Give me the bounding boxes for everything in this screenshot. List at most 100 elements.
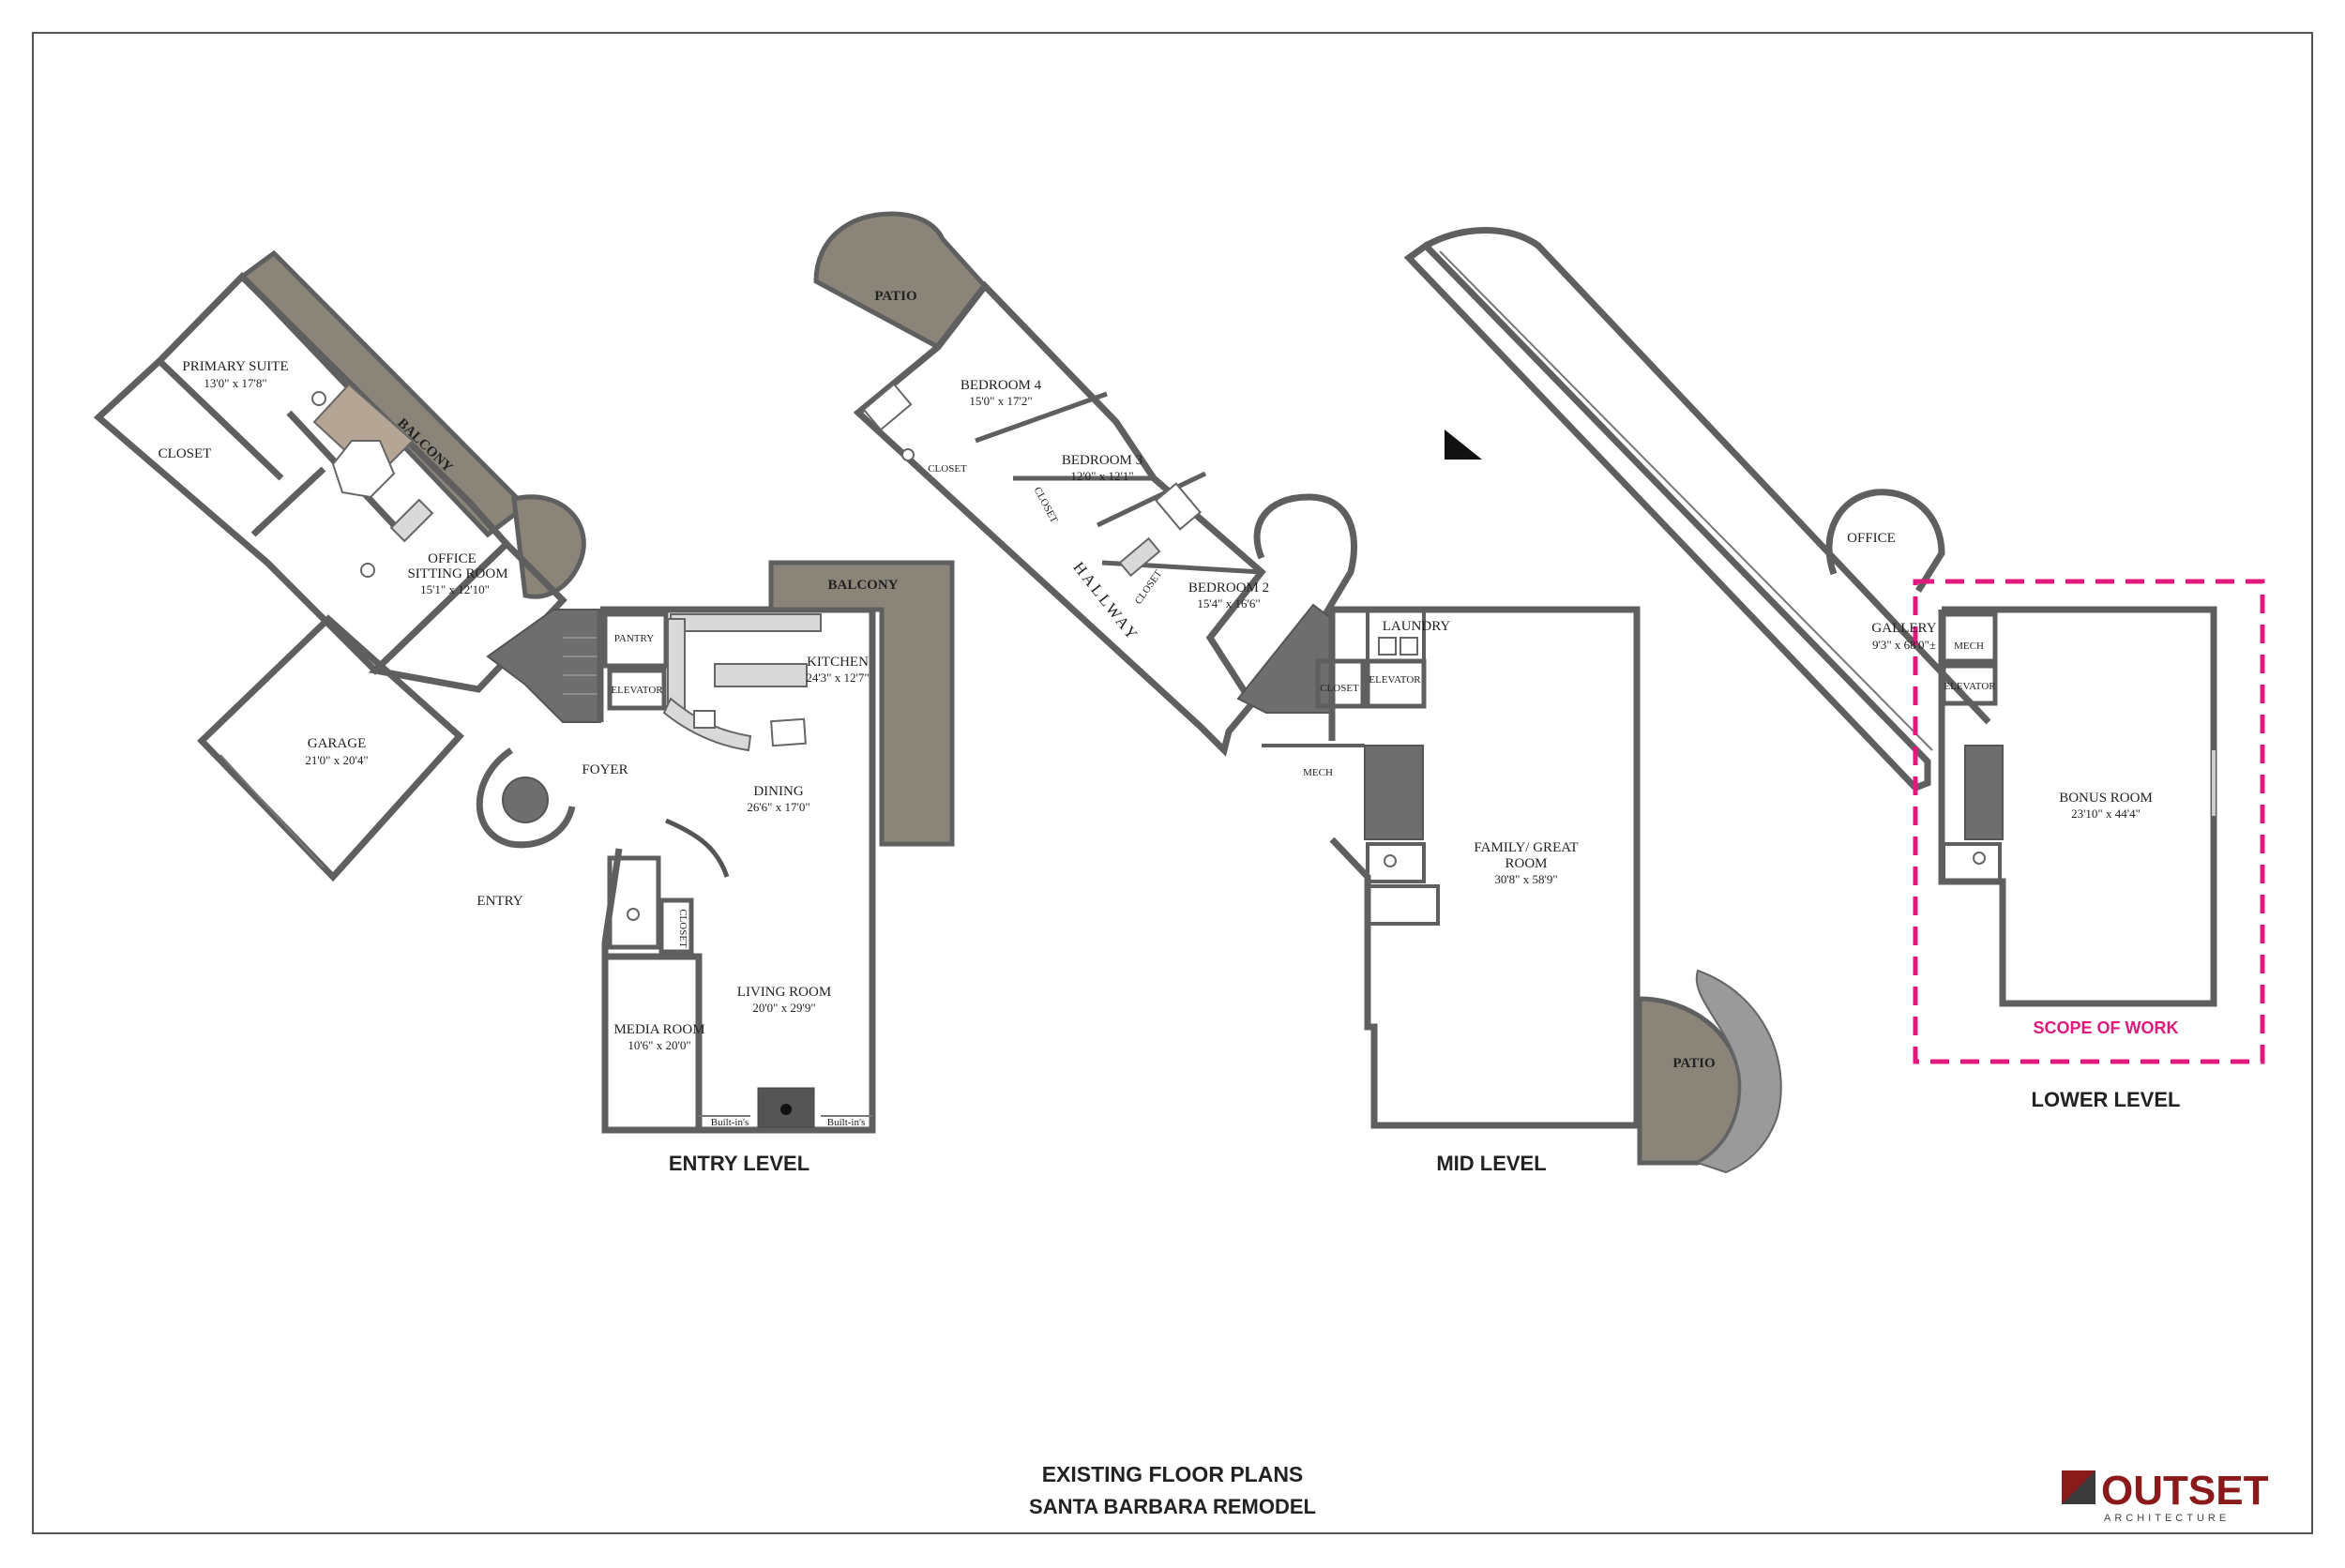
b4-closet-label: CLOSET [928,463,967,475]
lower-elevator [1941,663,1998,706]
media-room-dims: 10'6" x 20'0" [628,1038,690,1052]
primary-suite-walls [93,272,511,675]
kitchen-dims: 24'3" x 12'7" [806,671,869,685]
entry-curved-wall [476,747,576,849]
powder-room [607,855,661,950]
sitting-room-label: SITTING ROOM [407,566,507,581]
b3-closet-label: CLOSET [1032,485,1060,525]
kitchen-label: KITCHEN [807,655,869,670]
lower-level-title: LOWER LEVEL [2032,1088,2181,1111]
lower-office-label: OFFICE [1847,531,1896,546]
lower-level-plan: OFFICE GALLERY 9'3" x 68'0"± MECH ELEVAT… [1403,227,2265,1111]
top-patio-label: PATIO [874,289,916,304]
office-label: OFFICE [428,551,477,566]
bedroom4-dims: 15'0" x 17'2" [969,394,1032,408]
outset-logo: OUTSET ARCHITECTURE [2062,1468,2269,1524]
garage-label: GARAGE [308,736,367,751]
sheet-title: EXISTING FLOOR PLANS [1042,1462,1304,1486]
bathtub [331,440,396,499]
lower-elevator-label: ELEVATOR [1944,681,1996,692]
office-sitting-walls [368,539,567,693]
dining-arc-wall [665,818,730,878]
bedroom3-label: BEDROOM 3 [1062,453,1142,468]
bedroom2-dims: 15'4" x 16'6" [1197,596,1260,611]
lower-mech [1941,611,1998,664]
vanity [389,498,434,543]
logo-wordmark: OUTSET [2101,1468,2269,1514]
upper-balcony-deck [238,249,529,538]
entry-label: ENTRY [477,894,522,909]
mid-level-plan: PATIO BEDROOM 4 15'0" x 17'2" CLOSET BED… [813,211,1782,1175]
gallery-label: GALLERY [1871,621,1936,636]
right-balcony-label: BALCONY [827,578,898,593]
mid-patio-label: PATIO [1672,1056,1715,1071]
entry-level-closet [658,897,694,955]
media-room-walls [605,953,703,1130]
dining-label: DINING [753,784,803,799]
family-room-label-2: ROOM [1505,856,1547,871]
north-arrow-icon [1445,430,1482,460]
pantry-label: PANTRY [614,633,654,644]
toilet-2 [360,563,375,578]
bedroom3-dims: 12'0" x 12'1" [1070,469,1133,483]
elevator-entry [607,668,667,711]
scope-of-work-label: SCOPE OF WORK [2033,1018,2178,1037]
bedroom4-label: BEDROOM 4 [961,378,1042,393]
title-block: EXISTING FLOOR PLANS SANTA BARBARA REMOD… [1029,1462,1316,1518]
foyer-label: FOYER [582,762,628,777]
mid-patio-steps [1695,969,1782,1174]
lower-stair [1964,745,2004,840]
mid-level-title: MID LEVEL [1436,1152,1546,1175]
hall-closet-label: CLOSET [1133,568,1165,607]
kitchen-back-counter [670,613,822,632]
builtins-right-label: Built-in's [827,1117,866,1128]
entry-level-title: ENTRY LEVEL [669,1152,809,1175]
sheet-subtitle: SANTA BARBARA REMODEL [1029,1495,1316,1518]
entry-stair [486,609,601,723]
bedroom2-label: BEDROOM 2 [1188,580,1269,596]
right-balcony-deck [768,560,955,847]
living-room-label: LIVING ROOM [737,985,831,1000]
mid-stair-2 [1364,745,1424,840]
mid-closet [1315,658,1366,709]
elevator-entry-label: ELEVATOR [611,685,663,696]
kitchen-island [714,663,808,687]
family-room-dims: 30'8" x 58'9" [1494,872,1557,886]
bedroom-wing-walls [853,280,1266,757]
sheet-border [32,32,2313,1534]
family-room-walls [1329,606,1641,1129]
bedroom2-bay [1253,493,1358,621]
spiral-stair [502,776,549,823]
laundry-room [1366,608,1426,663]
top-patio-deck [813,211,989,351]
primary-closet-label: CLOSET [159,446,212,461]
garage-dims: 21'0" x 20'4" [305,753,368,767]
office-sitting-dims: 15'1" x 12'10" [420,582,490,596]
primary-suite-dims: 13'0" x 17'8" [204,376,266,390]
scope-of-work-boundary [1913,579,2265,1064]
bonus-room-label: BONUS ROOM [2059,791,2153,806]
toilet [311,391,326,406]
pantry-walls [602,611,669,669]
kitchen-sink [770,717,807,747]
mid-mech-label: MECH [1303,767,1333,778]
gallery-dims: 9'3" x 68'0"± [1872,638,1936,652]
mid-elevator-label: ELEVATOR [1369,674,1421,686]
range [693,710,716,729]
entry-level-plan: PRIMARY SUITE 13'0" x 17'8" CLOSET BALCO… [93,249,955,1175]
gallery-walls [1403,241,1931,792]
family-room-label: FAMILY/ GREAT [1474,840,1578,855]
living-room-dims: 20'0" x 29'9" [752,1001,815,1015]
laundry-label: LAUNDRY [1383,619,1451,634]
primary-suite-label: PRIMARY SUITE [182,359,288,374]
bonus-room-dims: 23'10" x 44'4" [2071,807,2141,821]
lower-mech-label: MECH [1954,641,1984,652]
logo-subtext: ARCHITECTURE [2104,1513,2230,1524]
builtins-left-label: Built-in's [711,1117,749,1128]
gallery-top-arc [1424,227,1991,725]
dining-dims: 26'6" x 17'0" [747,800,809,814]
media-room-label: MEDIA ROOM [613,1022,704,1037]
mid-closet-label: CLOSET [1320,683,1359,694]
